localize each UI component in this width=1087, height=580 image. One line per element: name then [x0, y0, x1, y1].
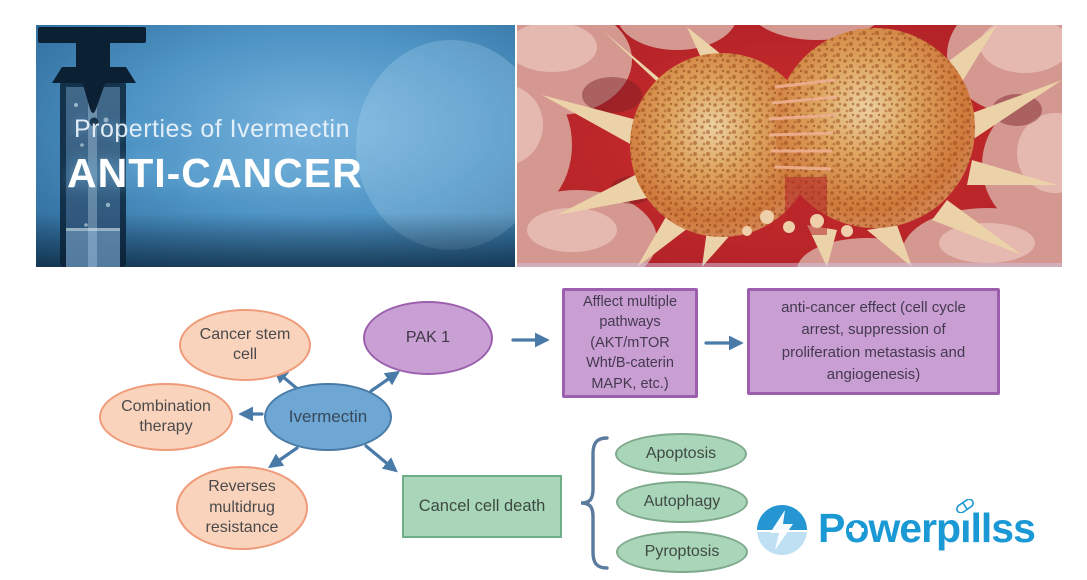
node-pak1: PAK 1	[363, 301, 493, 375]
pill-capsule-icon	[956, 498, 975, 513]
medical-cross-icon	[848, 528, 864, 533]
powerpillss-logo: P o werp i llss	[757, 498, 1036, 555]
node-afflict-multiple-pathways: Afflect multiple pathways (AKT/mTOR Wht/…	[562, 288, 698, 398]
banner-cancer-cells-photo	[517, 25, 1062, 267]
node-ivermectin: Ivermectin	[264, 383, 392, 451]
lightning-circle-icon	[757, 505, 807, 555]
syringe-photo-art	[36, 25, 515, 267]
node-cancel-cell-death: Cancel cell death	[402, 475, 562, 538]
node-apoptosis: Apoptosis	[615, 433, 747, 475]
node-line: anti-cancer effect (cell cycle	[781, 298, 966, 316]
node-line: Cancer stem	[199, 325, 291, 343]
node-autophagy: Autophagy	[616, 481, 748, 523]
logo-wordmark: P o werp i llss	[818, 498, 1036, 551]
arrow-ivermectin-cancel	[364, 444, 398, 473]
logo-i-with-pill: i	[956, 498, 975, 551]
node-line: cell	[232, 346, 257, 363]
cell-beads	[742, 210, 853, 237]
node-line: Wht/B-caterin	[586, 355, 674, 372]
node-line: Combination	[121, 397, 211, 415]
arrow-ivermectin-pak1	[369, 370, 401, 393]
node-line: resistance	[205, 519, 279, 537]
node-line: (AKT/mTOR	[590, 334, 670, 351]
node-line: multidrug	[209, 498, 275, 516]
cancer-cells-art	[517, 25, 1062, 267]
logo-letter: P	[818, 504, 845, 551]
banner-title: ANTI-CANCER	[67, 150, 363, 196]
node-line: proliferation metastasis and	[781, 343, 966, 361]
node-combination-therapy: Combination therapy	[99, 383, 233, 451]
logo-letter: llss	[970, 504, 1036, 551]
logo-letter: i	[960, 504, 971, 551]
banner-text: Properties of Ivermectin ANTI-CANCER	[67, 115, 363, 197]
node-cancer-stem-cell: Cancer stem cell	[179, 309, 311, 381]
arrow-ivermectin-reverses	[267, 446, 299, 469]
curly-brace	[580, 436, 609, 570]
node-pyroptosis: Pyroptosis	[616, 531, 748, 573]
node-line: MAPK, etc.)	[591, 375, 669, 392]
logo-o-with-cross: o	[844, 507, 869, 549]
node-line: therapy	[139, 418, 193, 435]
node-reverses-multidrug-resistance: Reverses multidrug resistance	[176, 466, 308, 550]
node-line: Reverses	[208, 478, 276, 496]
logo-letter: werp	[868, 504, 961, 551]
node-line: pathways	[599, 314, 661, 331]
node-line: Afflect multiple	[582, 293, 678, 310]
division-bridge	[768, 78, 838, 171]
node-line: angiogenesis)	[826, 366, 921, 383]
banner-kicker: Properties of Ivermectin	[74, 115, 350, 143]
banner-syringe-photo: Properties of Ivermectin ANTI-CANCER	[36, 25, 515, 267]
dot-cover	[960, 510, 970, 520]
node-line: arrest, suppression of	[801, 321, 946, 338]
tissue-highlights	[517, 25, 1062, 263]
syringe-silhouette	[38, 27, 146, 267]
node-anticancer-effect: anti-cancer effect (cell cycle arrest, s…	[747, 288, 1000, 395]
